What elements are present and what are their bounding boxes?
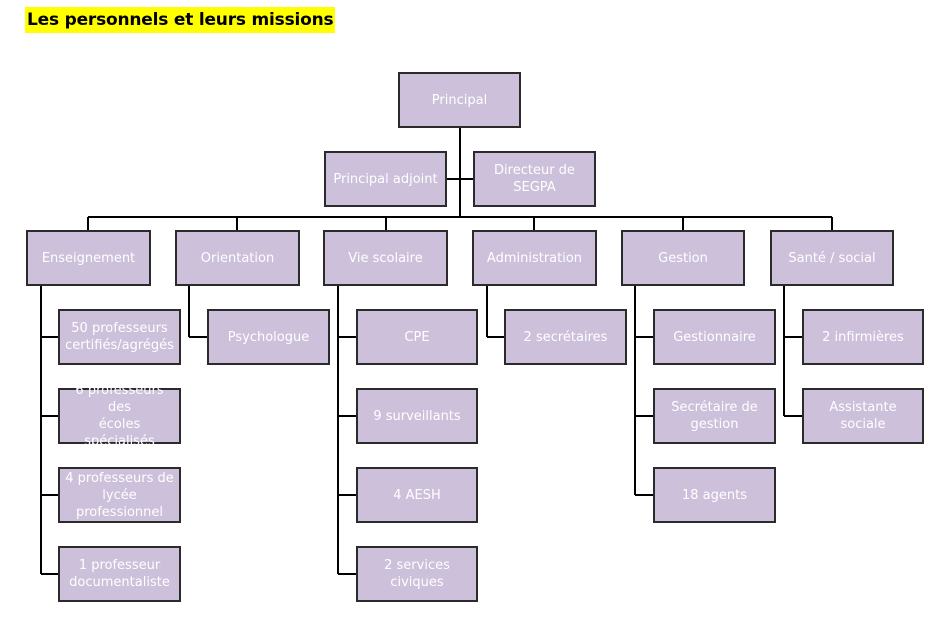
box-dept-gestion: Gestion xyxy=(621,230,745,286)
box-dept-administration: Administration xyxy=(472,230,597,286)
box-staff-item: 18 agents xyxy=(653,467,776,523)
box-principal: Principal xyxy=(398,72,521,128)
box-dept-vie-scolaire: Vie scolaire xyxy=(323,230,448,286)
box-staff-item: 1 professeur documentaliste xyxy=(58,546,181,602)
box-staff-item: 6 professeurs des écoles spécialisés xyxy=(58,383,181,449)
box-staff-item: 4 AESH xyxy=(356,467,478,523)
box-staff-item: Secrétaire de gestion xyxy=(653,388,776,444)
box-dept-orientation: Orientation xyxy=(175,230,300,286)
box-dept-sante-social: Santé / social xyxy=(770,230,894,286)
box-staff-item: CPE xyxy=(356,309,478,365)
box-staff-item: 2 infirmières xyxy=(802,309,924,365)
box-dept-enseignement: Enseignement xyxy=(26,230,151,286)
box-principal-adjoint: Principal adjoint xyxy=(324,151,447,207)
box-directeur-segpa: Directeur de SEGPA xyxy=(473,151,596,207)
box-staff-item: Assistante sociale xyxy=(802,388,924,444)
box-staff-item: 9 surveillants xyxy=(356,388,478,444)
box-staff-item: Psychologue xyxy=(207,309,330,365)
box-staff-item: 50 professeurs certifiés/agrégés xyxy=(58,309,181,365)
box-staff-item: Gestionnaire xyxy=(653,309,776,365)
box-staff-item: 4 professeurs de lycée professionnel xyxy=(58,467,181,523)
page-title: Les personnels et leurs missions xyxy=(25,7,336,33)
box-staff-item: 2 services civiques xyxy=(356,546,478,602)
box-staff-item: 2 secrétaires xyxy=(504,309,627,365)
